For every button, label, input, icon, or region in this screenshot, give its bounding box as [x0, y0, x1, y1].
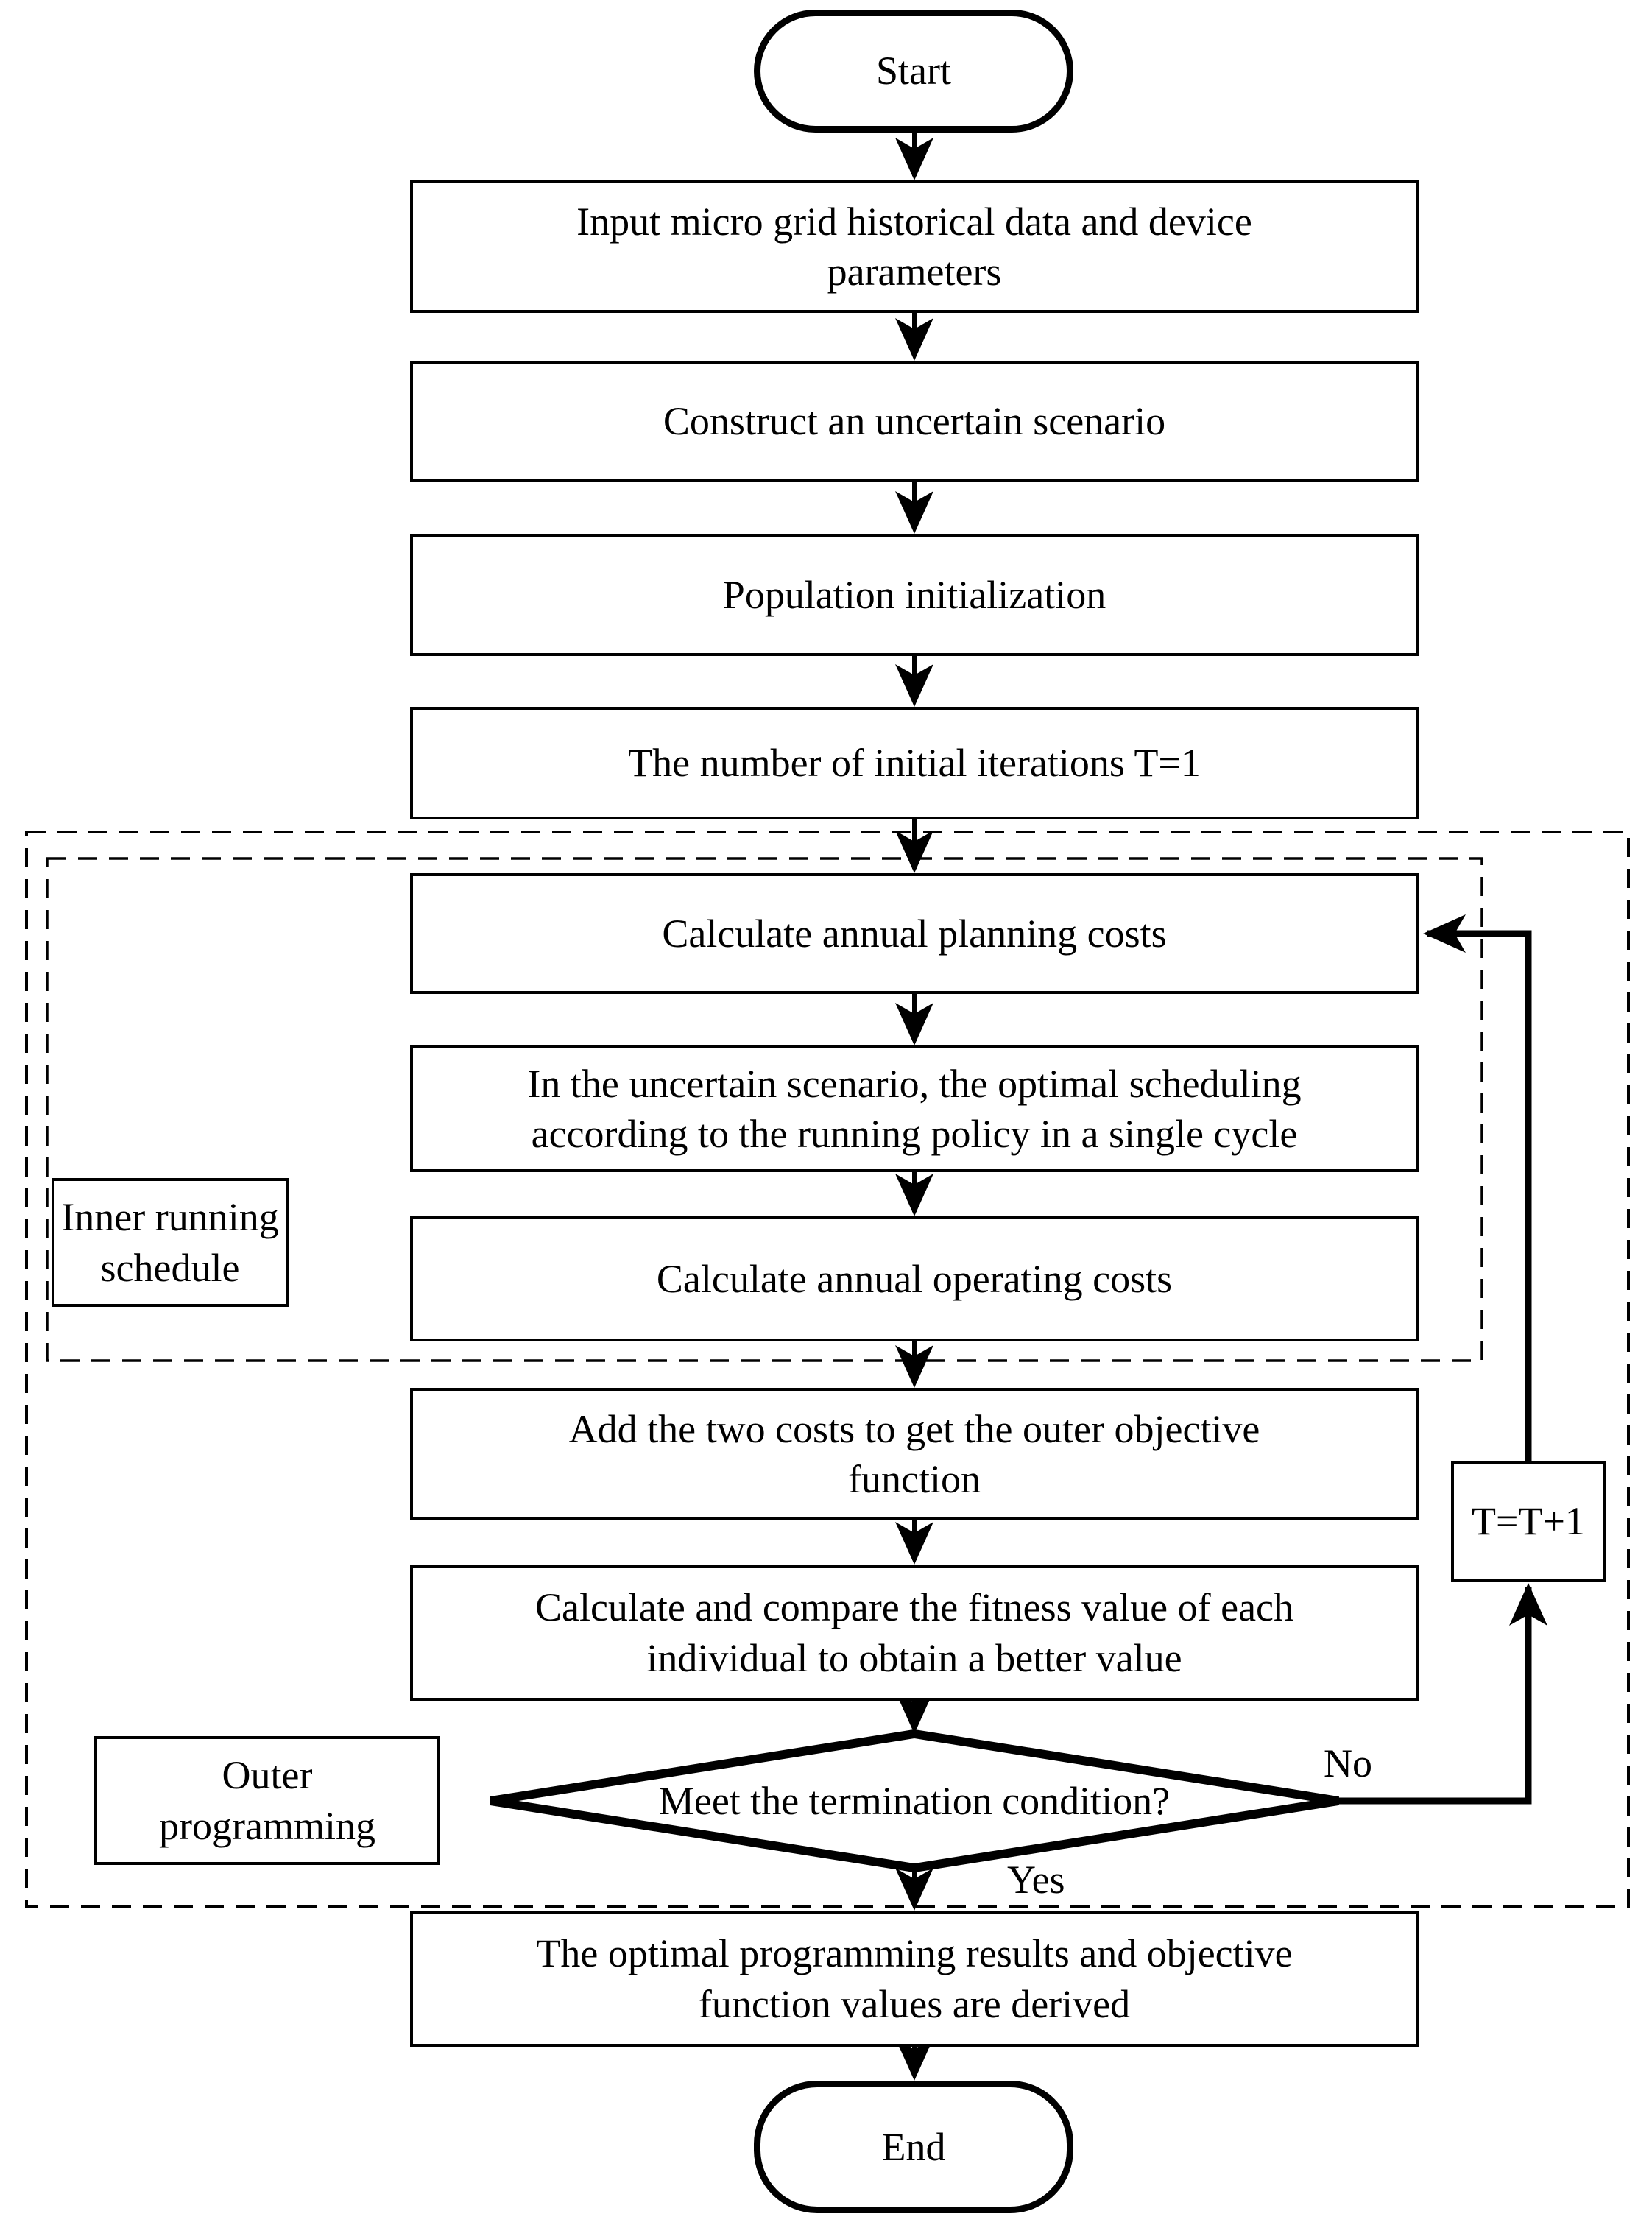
results-output-process: The optimal programming results and obje… — [410, 1911, 1419, 2047]
operating-costs-process: Calculate annual operating costs — [410, 1216, 1419, 1341]
arrow-increment-to-planning — [1423, 914, 1532, 1461]
optimal-scheduling-process: In the uncertain scenario, the optimal s… — [410, 1045, 1419, 1172]
termination-decision-label: Meet the termination condition? — [658, 1779, 1171, 1823]
population-initialization-process: Population initialization — [410, 534, 1419, 656]
input-data-process: Input micro grid historical data and dev… — [410, 180, 1419, 313]
outer-programming-group-label: Outer programming — [94, 1736, 440, 1865]
fitness-compare-process: Calculate and compare the fitness value … — [410, 1565, 1419, 1701]
arrow-no-to-increment — [1338, 1583, 1547, 1805]
outer-programming-group-outline — [25, 831, 1630, 1908]
initial-iterations-process: The number of initial iterations T=1 — [410, 707, 1419, 819]
feedback-loop — [1338, 914, 1547, 1805]
start-terminator: Start — [754, 10, 1073, 133]
no-edge-label: No — [1324, 1741, 1372, 1785]
end-terminator: End — [754, 2081, 1073, 2213]
inner-schedule-group-outline — [46, 857, 1483, 1362]
increment-iteration-process: T=T+1 — [1451, 1461, 1606, 1582]
outer-objective-process: Add the two costs to get the outer objec… — [410, 1388, 1419, 1520]
inner-running-schedule-group-label: Inner running schedule — [52, 1178, 289, 1307]
planning-costs-process: Calculate annual planning costs — [410, 873, 1419, 994]
construct-scenario-process: Construct an uncertain scenario — [410, 361, 1419, 482]
yes-edge-label: Yes — [1007, 1858, 1065, 1902]
